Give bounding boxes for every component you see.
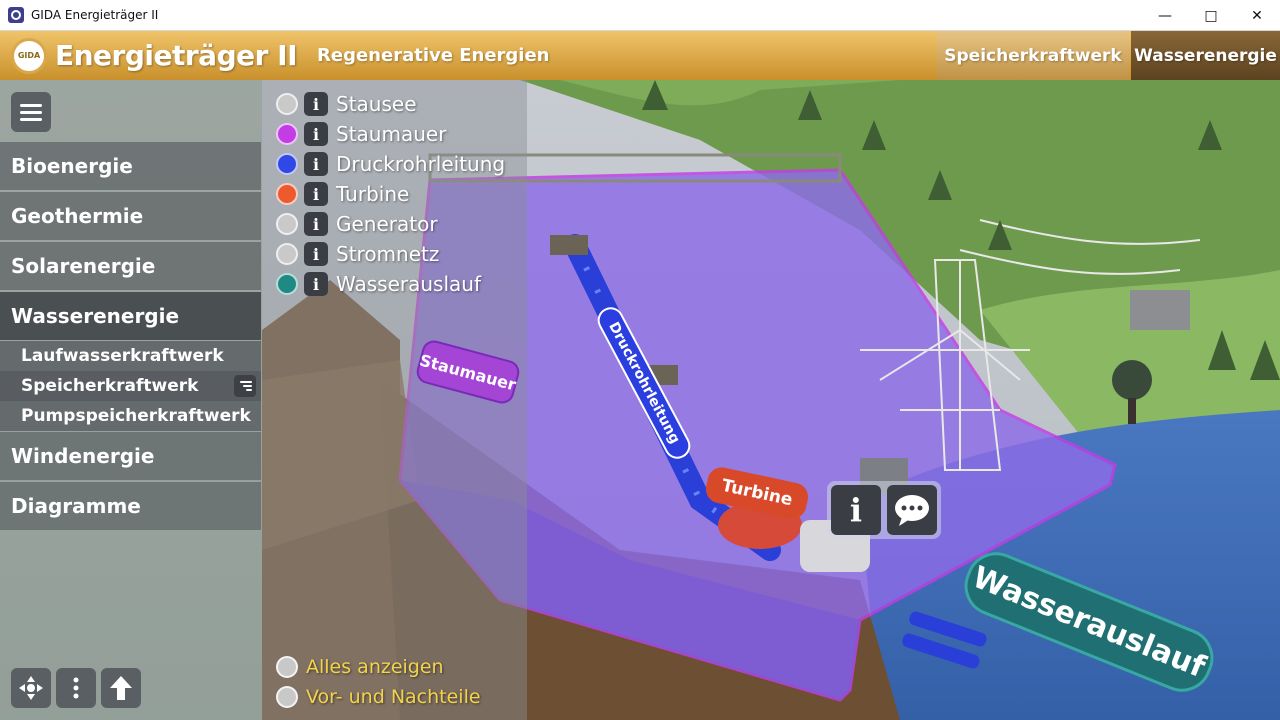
legend-label: Staumauer — [336, 122, 447, 146]
sidebar-item-geothermie[interactable]: Geothermie — [0, 192, 261, 240]
sidebar-subitem-speicherkraftwerk[interactable]: Speicherkraftwerk — [0, 371, 261, 401]
option-label: Alles anzeigen — [306, 656, 444, 678]
maximize-button[interactable]: □ — [1204, 7, 1218, 24]
app-icon — [8, 7, 24, 23]
sidebar-subitem-laufwasserkraftwerk[interactable]: Laufwasserkraftwerk — [0, 341, 261, 371]
app-header: GIDA Energieträger II Regenerative Energ… — [0, 31, 1280, 80]
legend-item-generator[interactable]: i Generator — [276, 209, 438, 239]
legend-dot[interactable] — [276, 213, 298, 235]
logo-text: GIDA — [17, 51, 41, 60]
info-icon[interactable]: i — [304, 122, 328, 146]
legend-item-stausee[interactable]: i Stausee — [276, 89, 417, 119]
legend-label: Turbine — [336, 182, 410, 206]
sidebar-item-wasserenergie[interactable]: Wasserenergie — [0, 292, 261, 340]
gida-logo: GIDA — [11, 37, 47, 74]
legend-dot[interactable] — [276, 243, 298, 265]
legend-dot[interactable] — [276, 123, 298, 145]
sidebar-item-diagramme[interactable]: Diagramme — [0, 482, 261, 530]
sidebar-subitem-label: Speicherkraftwerk — [21, 376, 199, 396]
legend-item-turbine[interactable]: i Turbine — [276, 179, 409, 209]
more-button[interactable] — [56, 668, 96, 708]
legend-dot[interactable] — [276, 273, 298, 295]
legend-dot[interactable] — [276, 153, 298, 175]
info-icon[interactable]: i — [304, 212, 328, 236]
header-tab-wasserenergie[interactable]: Wasserenergie — [1131, 31, 1280, 80]
sidebar-item-bioenergie[interactable]: Bioenergie — [0, 142, 261, 190]
app-subtitle: Regenerative Energien — [317, 45, 550, 66]
info-icon[interactable]: i — [304, 242, 328, 266]
menu-button[interactable] — [11, 92, 51, 132]
legend-label: Wasserauslauf — [336, 272, 481, 296]
arrow-up-icon — [110, 676, 132, 700]
option-vor-und-nachteile[interactable]: Vor- und Nachteile — [276, 682, 481, 712]
popup-info-button[interactable]: i — [831, 485, 881, 535]
turbine-label-text: Turbine — [719, 475, 795, 511]
info-icon[interactable]: i — [304, 152, 328, 176]
speech-bubble-icon — [895, 495, 929, 526]
info-icon: i — [849, 491, 863, 529]
option-label: Vor- und Nachteile — [306, 686, 481, 708]
up-button[interactable] — [101, 668, 141, 708]
app-title: Energieträger II — [55, 39, 298, 72]
legend-item-wasserauslauf[interactable]: i Wasserauslauf — [276, 269, 481, 299]
move-icon — [19, 676, 43, 700]
info-icon[interactable]: i — [304, 92, 328, 116]
legend-label: Generator — [336, 212, 438, 236]
radio-button[interactable] — [276, 686, 298, 708]
sidebar-subitem-pumpspeicherkraftwerk[interactable]: Pumpspeicherkraftwerk — [0, 401, 261, 431]
close-button[interactable]: ✕ — [1251, 7, 1263, 24]
legend-item-stromnetz[interactable]: i Stromnetz — [276, 239, 439, 269]
legend-dot[interactable] — [276, 93, 298, 115]
legend-dot[interactable] — [276, 183, 298, 205]
window-title: GIDA Energieträger II — [31, 8, 159, 22]
component-popup: i — [827, 481, 941, 539]
legend-label: Stausee — [336, 92, 417, 116]
scene-illustration — [0, 80, 1280, 720]
legend-label: Stromnetz — [336, 242, 440, 266]
sidebar-item-windenergie[interactable]: Windenergie — [0, 432, 261, 480]
option-alles-anzeigen[interactable]: Alles anzeigen — [276, 652, 444, 682]
legend-label: Druckrohrleitung — [336, 152, 506, 176]
window-titlebar: GIDA Energieträger II — □ ✕ — [0, 0, 1280, 31]
header-tab-speicherkraftwerk[interactable]: Speicherkraftwerk — [937, 31, 1129, 80]
legend-item-staumauer[interactable]: i Staumauer — [276, 119, 446, 149]
list-icon[interactable] — [234, 375, 256, 397]
move-button[interactable] — [11, 668, 51, 708]
minimize-button[interactable]: — — [1158, 7, 1172, 24]
info-icon[interactable]: i — [304, 272, 328, 296]
sidebar: Bioenergie Geothermie Solarenergie Wasse… — [0, 80, 262, 720]
sidebar-item-solarenergie[interactable]: Solarenergie — [0, 242, 261, 290]
info-icon[interactable]: i — [304, 182, 328, 206]
more-icon — [73, 677, 79, 699]
radio-button[interactable] — [276, 656, 298, 678]
legend-item-druckrohrleitung[interactable]: i Druckrohrleitung — [276, 149, 505, 179]
hydropower-scene[interactable]: Staumauer Druckrohrleitung Turbine Wasse… — [0, 80, 1280, 720]
popup-speech-button[interactable] — [887, 485, 937, 535]
